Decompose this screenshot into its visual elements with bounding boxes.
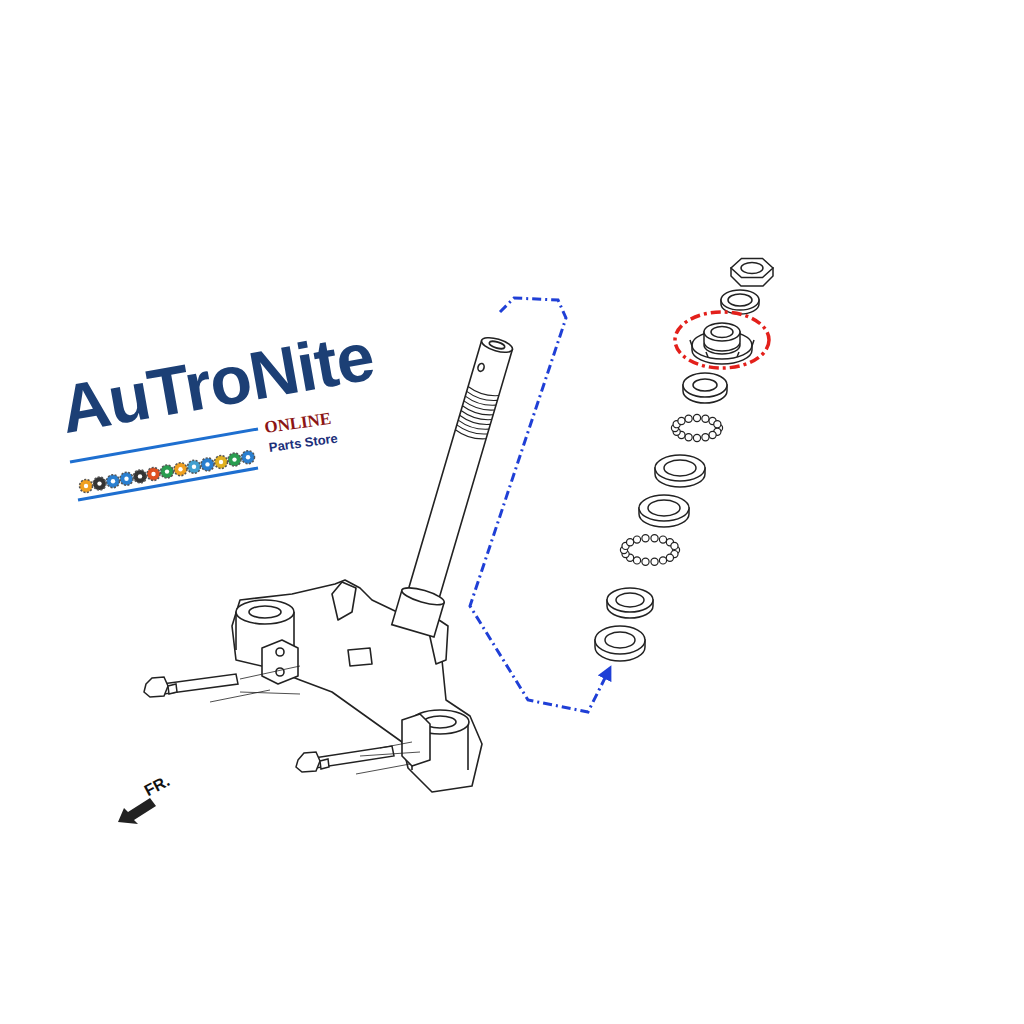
bottom-bridge [232, 580, 482, 792]
gear-icon [201, 458, 214, 471]
steel-balls [693, 414, 700, 421]
gear-hole [192, 465, 196, 469]
bolt [296, 742, 420, 774]
bearing-race [648, 500, 680, 516]
steel-balls [633, 557, 640, 564]
dust-seal [595, 626, 645, 654]
hex-nut [731, 258, 773, 277]
steel-balls [671, 542, 678, 549]
steel-balls [659, 536, 666, 543]
logo-icons [80, 451, 255, 493]
steel-balls [693, 434, 700, 441]
gear-icon [134, 470, 147, 483]
bearing-race [664, 460, 696, 476]
guide-line [470, 298, 608, 712]
adjusting-nut [711, 327, 733, 338]
gear-hole [124, 477, 128, 481]
gear-icon [107, 475, 120, 488]
gear-icon [228, 453, 241, 466]
bolt [144, 666, 300, 702]
highlight-ellipse [675, 312, 769, 368]
bearing-cone [693, 379, 717, 391]
bearing-race [639, 495, 689, 521]
gear-icon [242, 451, 255, 464]
gear-hole [219, 460, 223, 464]
gear-hole [232, 457, 236, 461]
gear-hole [97, 481, 101, 485]
steel-balls [685, 415, 692, 422]
gear-icon [161, 465, 174, 478]
steel-balls [709, 431, 716, 438]
gear-hole [111, 479, 115, 483]
steel-balls [642, 535, 649, 542]
front-arrow [118, 798, 156, 824]
steel-balls [651, 558, 658, 565]
gear-hole [205, 462, 209, 466]
dust-seal [605, 632, 635, 648]
gear-icon [188, 460, 201, 473]
lock-washer [721, 290, 759, 310]
gear-icon [174, 463, 187, 476]
steel-balls [651, 535, 658, 542]
bearing-cone [616, 593, 644, 607]
gear-hole [178, 467, 182, 471]
steel-balls [666, 554, 673, 561]
gear-hole [151, 472, 155, 476]
adjusting-nut [690, 340, 754, 357]
gear-icon [80, 480, 93, 493]
gear-icon [215, 456, 228, 469]
steel-balls [633, 536, 640, 543]
gear-hole [246, 455, 250, 459]
lock-washer [728, 294, 752, 306]
bearing-cone [607, 588, 653, 612]
gear-hole [84, 484, 88, 488]
steel-balls [678, 417, 685, 424]
bearing-cone [683, 373, 727, 397]
gear-hole [165, 469, 169, 473]
adjusting-nut [704, 323, 740, 341]
gear-icon [120, 472, 133, 485]
gear-icon [93, 477, 106, 490]
steel-balls [685, 434, 692, 441]
steel-balls [626, 539, 633, 546]
gear-hole [138, 474, 142, 478]
steel-balls [702, 434, 709, 441]
bearing-race [655, 455, 705, 481]
gear-icon [147, 468, 160, 481]
bearing-parts [595, 258, 773, 661]
hex-nut [741, 263, 763, 274]
steel-balls [659, 557, 666, 564]
steel-balls [642, 558, 649, 565]
front-indicator: FR. [142, 772, 173, 800]
steering-stem [392, 333, 520, 637]
steel-balls [714, 421, 721, 428]
steel-balls [702, 415, 709, 422]
